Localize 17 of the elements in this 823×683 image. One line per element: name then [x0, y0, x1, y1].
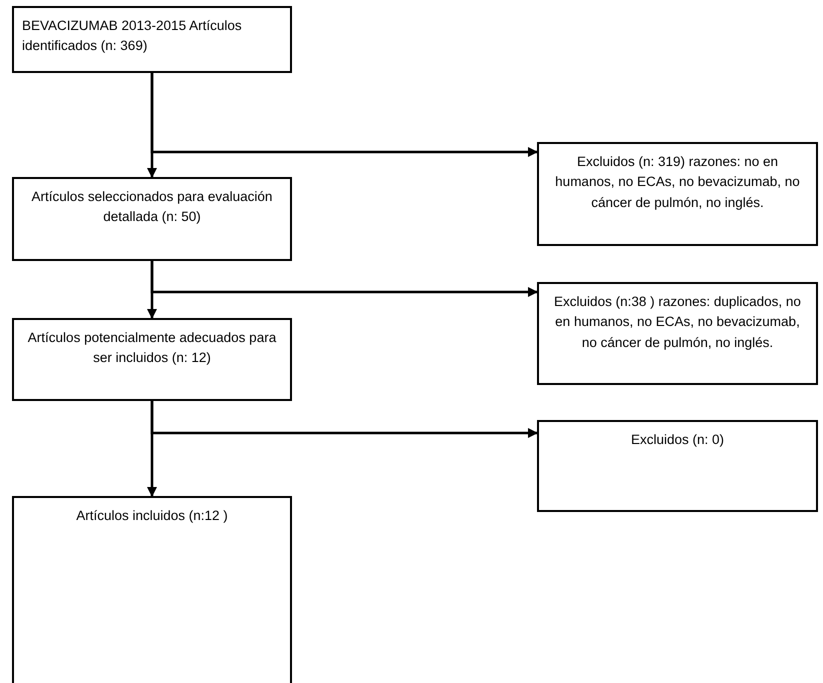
- box-text: Excluidos (n:38 ) razones: duplicados, no en humanos, no ECAs, no bevacizumab, no cáncer de pulmón, no inglés.: [553, 293, 802, 352]
- process-box: [12, 318, 292, 401]
- process-box: [537, 282, 818, 385]
- process-box: [12, 496, 292, 683]
- box-text: BEVACIZUMAB 2013-2015 Artículos identificados (n: 369): [22, 17, 243, 56]
- box-text: Artículos incluidos (n:12 ): [75, 507, 229, 525]
- arrow: [150, 401, 538, 438]
- process-box: [12, 177, 292, 261]
- process-box: [537, 142, 818, 246]
- process-box: [12, 6, 292, 73]
- box-text: Excluidos (n: 0): [630, 431, 726, 449]
- process-box: [537, 420, 818, 512]
- box-text: Artículos seleccionados para evaluación detallada (n: 50): [30, 188, 274, 226]
- arrow: [150, 73, 538, 157]
- box-text: Excluidos (n: 319) razones: no en humanos, no ECAs, no bevacizumab, no cáncer de pulmón, no inglés.: [554, 153, 801, 212]
- arrow: [150, 261, 538, 297]
- box-text: Artículos potencialmente adecuados para ser incluidos (n: 12): [26, 329, 278, 368]
